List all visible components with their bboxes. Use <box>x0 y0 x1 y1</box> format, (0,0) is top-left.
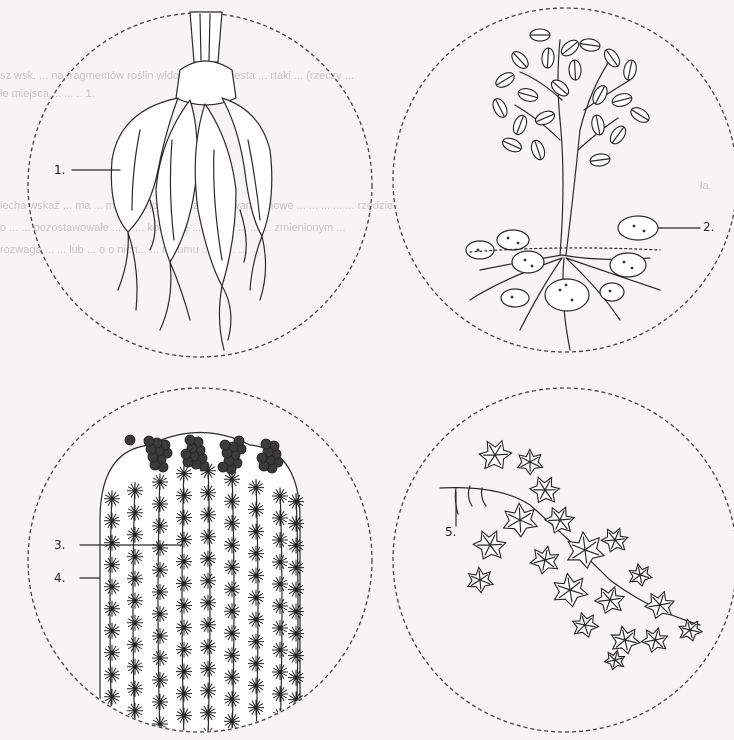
ivy-leaf <box>528 543 561 576</box>
potato-leaf <box>533 109 556 128</box>
panel-storage-roots <box>28 12 372 357</box>
tuber <box>610 253 646 277</box>
panel-potato-plant <box>393 8 734 352</box>
potato-leaf <box>607 123 628 146</box>
tuber <box>600 283 624 301</box>
potato-leaf <box>530 29 550 41</box>
spine-cluster <box>218 462 228 472</box>
spine-cluster <box>144 436 154 446</box>
panel-ivy <box>393 388 734 732</box>
ivy-leaf <box>466 566 493 593</box>
potato-leaf <box>590 114 606 136</box>
spine-cluster <box>125 435 135 445</box>
potato-leaf <box>611 92 633 109</box>
aerial-roots <box>455 486 486 514</box>
label-spine: 4. <box>54 571 65 585</box>
tuber <box>497 230 529 250</box>
ivy-leaf <box>603 648 627 672</box>
root-crown <box>176 61 236 105</box>
ivy-leaf <box>565 530 606 571</box>
ivy-leaf <box>526 471 564 509</box>
ivy-leaf <box>469 524 510 565</box>
spine-cluster <box>185 435 195 445</box>
spine-cluster <box>288 714 304 730</box>
potato-leaf <box>601 46 622 69</box>
ivy-leaf <box>592 582 628 618</box>
potato-leaf <box>541 48 554 69</box>
label-rib: 3. <box>54 538 65 552</box>
potato-leaf <box>628 105 651 126</box>
ivy-leaf <box>608 623 642 657</box>
ivy-leaf <box>599 524 632 557</box>
tuber <box>466 241 494 259</box>
potato-leaf <box>568 60 581 81</box>
panel-cactus <box>28 388 372 740</box>
ivy-leaf <box>676 616 703 643</box>
potato-leaf <box>511 114 529 137</box>
ivy-leaf <box>642 587 677 622</box>
ivy-leaf <box>627 562 653 588</box>
potato-leaf <box>500 135 523 154</box>
potato-leaf <box>509 49 531 72</box>
spine-cluster <box>257 453 267 463</box>
potato-leaf <box>558 37 581 59</box>
spine-cluster <box>220 440 230 450</box>
label-tuber: 2. <box>703 220 714 234</box>
cactus-body <box>100 433 300 740</box>
ivy-leaf <box>542 502 579 539</box>
potato-leaf <box>548 77 571 99</box>
potato-leaf <box>490 96 510 119</box>
potato-leaf <box>622 59 638 81</box>
potato-leaf <box>589 153 610 167</box>
ivy-leaf <box>551 571 589 609</box>
label-tendril: 5. <box>445 525 456 539</box>
label-root: 1. <box>54 163 65 177</box>
storage-root <box>195 104 236 286</box>
spine-cluster <box>181 449 191 459</box>
spine-cluster <box>261 439 271 449</box>
spine-cluster <box>272 730 288 740</box>
tuber <box>545 279 589 311</box>
ivy-leaf <box>517 449 543 475</box>
ivy-leaf <box>569 609 600 640</box>
tuber <box>501 289 529 307</box>
potato-leaf <box>517 86 540 103</box>
tuber <box>512 251 544 273</box>
stem <box>190 12 222 62</box>
potato-leaf <box>493 70 516 91</box>
potato-leaf <box>529 139 547 162</box>
ivy-leaf <box>474 434 516 476</box>
spine-cluster <box>127 725 143 740</box>
potato-leaf <box>579 38 600 53</box>
panel-circle <box>393 388 734 732</box>
tuber <box>618 216 658 240</box>
spine-cluster <box>104 711 120 727</box>
ivy-leaf <box>639 624 670 655</box>
